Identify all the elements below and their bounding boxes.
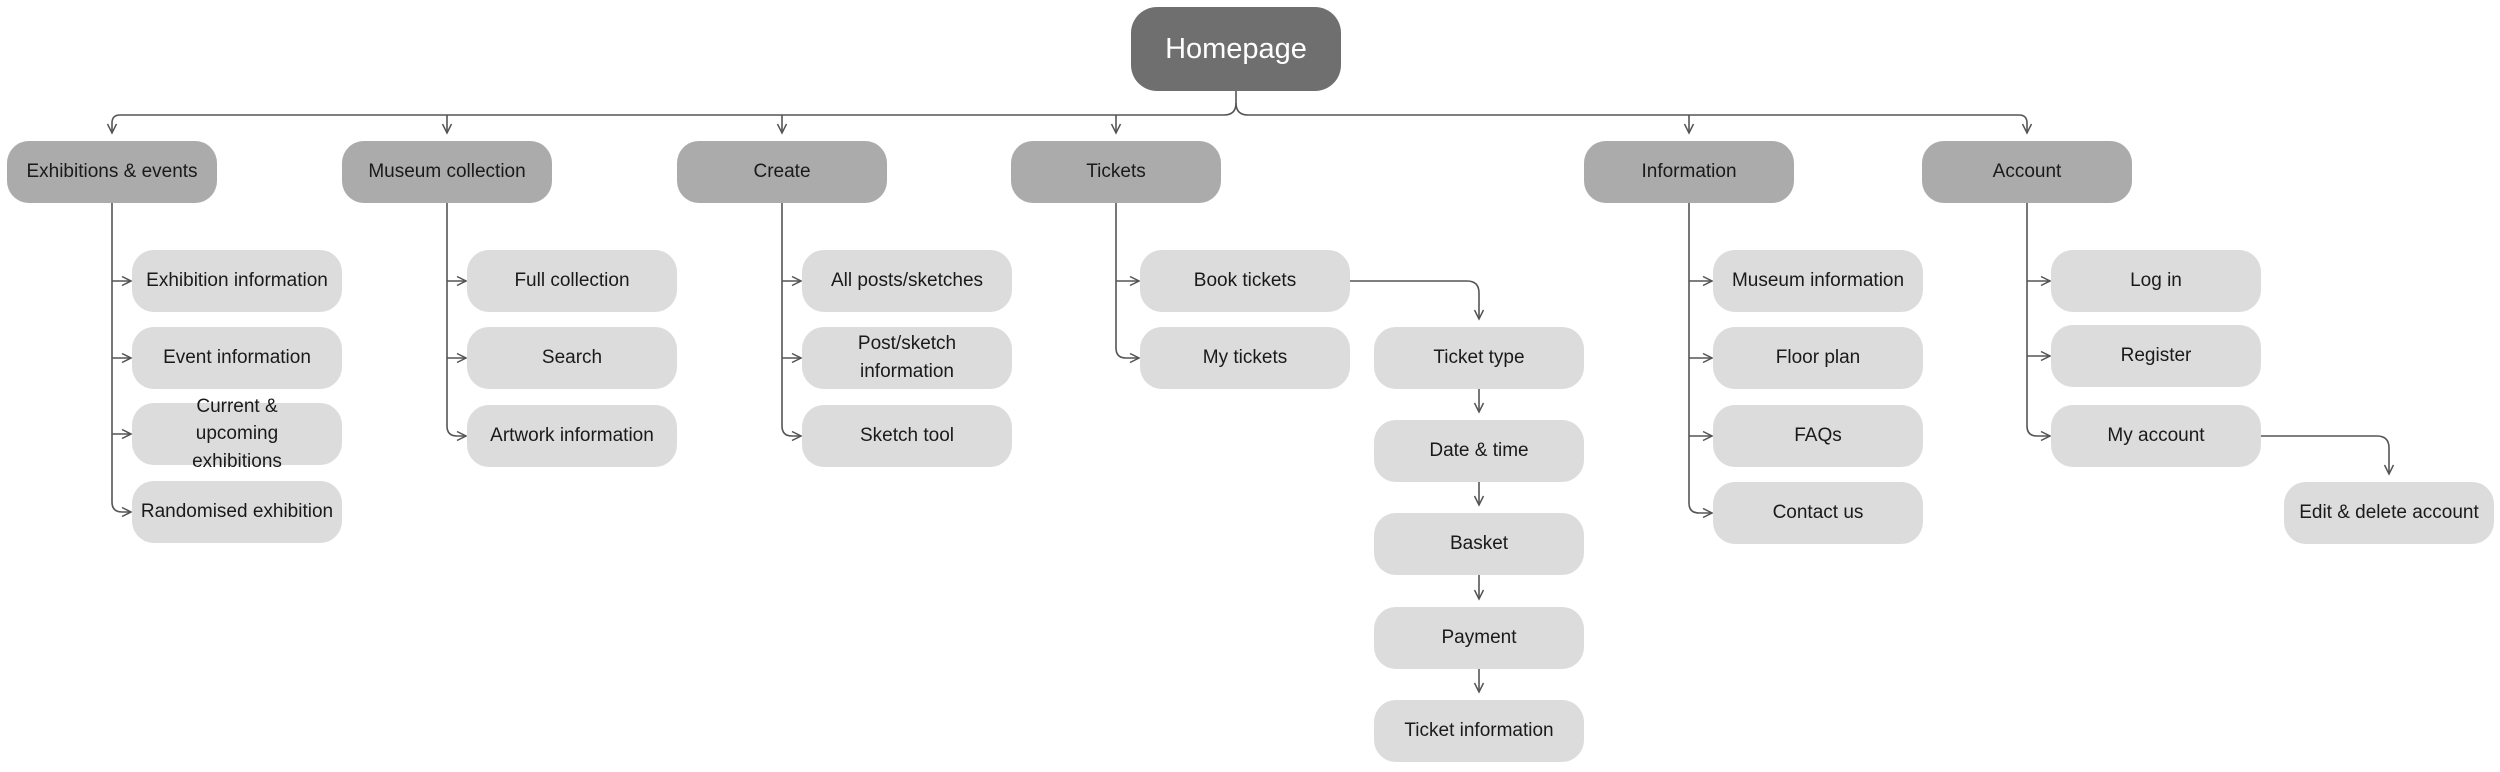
section-information: Information <box>1584 141 1794 203</box>
item-all-posts-sketches: All posts/sketches <box>802 250 1012 312</box>
create-spine <box>781 203 801 436</box>
item-log-in: Log in <box>2051 250 2261 312</box>
flow-date-time: Date & time <box>1374 420 1584 482</box>
exhibitions-spine <box>111 203 131 512</box>
item-edit-delete-account: Edit & delete account <box>2284 482 2494 544</box>
collection-spine <box>446 203 466 436</box>
section-tickets: Tickets <box>1011 141 1221 203</box>
item-post-sketch-information: Post/sketch information <box>802 327 1012 389</box>
item-randomised-exhibition: Randomised exhibition <box>132 481 342 543</box>
flow-ticket-type: Ticket type <box>1374 327 1584 389</box>
item-current-upcoming-exhibitions: Current & upcoming exhibitions <box>132 396 342 472</box>
section-exhibitions-events: Exhibitions & events <box>7 141 217 203</box>
item-exhibition-information: Exhibition information <box>132 250 342 312</box>
section-create: Create <box>677 141 887 203</box>
book-to-type <box>1350 280 1479 319</box>
account-to-edit <box>2261 435 2389 474</box>
flow-ticket-information: Ticket information <box>1374 700 1584 762</box>
flow-basket: Basket <box>1374 513 1584 575</box>
account-spine <box>2026 203 2050 436</box>
item-event-information: Event information <box>132 327 342 389</box>
information-spine <box>1688 203 1712 513</box>
section-museum-collection: Museum collection <box>342 141 552 203</box>
root-bus-left <box>112 102 1237 133</box>
item-search: Search <box>467 327 677 389</box>
item-sketch-tool: Sketch tool <box>802 405 1012 467</box>
tickets-spine <box>1115 203 1139 358</box>
item-artwork-information: Artwork information <box>467 405 677 467</box>
item-floor-plan: Floor plan <box>1713 327 1923 389</box>
item-full-collection: Full collection <box>467 250 677 312</box>
section-account: Account <box>1922 141 2132 203</box>
item-contact-us: Contact us <box>1713 482 1923 544</box>
item-my-tickets: My tickets <box>1140 327 1350 389</box>
item-register: Register <box>2051 325 2261 387</box>
item-faqs: FAQs <box>1713 405 1923 467</box>
flow-payment: Payment <box>1374 607 1584 669</box>
item-my-account: My account <box>2051 405 2261 467</box>
homepage-node: Homepage <box>1131 7 1341 91</box>
root-bus-right <box>1235 91 2027 133</box>
item-museum-information: Museum information <box>1713 250 1923 312</box>
item-book-tickets: Book tickets <box>1140 250 1350 312</box>
